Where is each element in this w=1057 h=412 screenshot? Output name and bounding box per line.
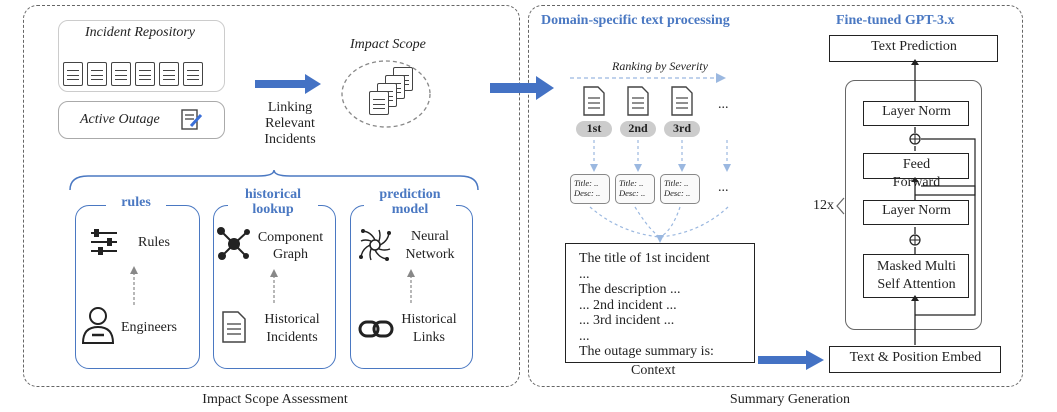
rules-label: Rules	[138, 235, 170, 250]
neural-network-icon	[359, 229, 391, 261]
historical-incidents-icon	[222, 311, 246, 343]
panel-transition-arrow	[490, 76, 554, 100]
rank-3-badge: 3rd	[664, 121, 700, 137]
gpt-title: Fine-tuned GPT-3.x	[836, 13, 955, 28]
transformer-block	[845, 80, 982, 330]
categories-brace	[69, 170, 479, 191]
incident-card-1: Title: ..Desc: ..	[570, 174, 610, 204]
impact-scope-label: Impact Scope	[350, 37, 426, 52]
embed-label: Text & Position Embed	[849, 350, 982, 365]
context-line-7: The outage summary is:	[579, 344, 714, 359]
rules-dashed-arrow	[130, 266, 138, 305]
engineer-icon	[81, 307, 115, 344]
layer-norm-bottom-box	[863, 200, 969, 225]
gpt-flow-lines	[909, 59, 976, 345]
rank-to-card-arrows	[590, 140, 731, 172]
summary-generation-caption: Summary Generation	[729, 392, 851, 407]
linking-arrow	[255, 74, 321, 94]
component-graph-icon	[217, 227, 250, 260]
layer-norm-bottom-label: Layer Norm	[882, 203, 951, 218]
neural-network-label: Neural Network	[405, 229, 455, 262]
text-prediction-label: Text Prediction	[871, 39, 957, 54]
domain-processing-title: Domain-specific text processing	[541, 13, 730, 28]
historical-lookup-title: historical lookup	[228, 187, 318, 217]
active-outage-label: Active Outage	[80, 112, 160, 127]
context-line-4: ... 2nd incident ...	[579, 297, 677, 313]
ranking-label: Ranking by Severity	[612, 59, 708, 73]
prediction-model-title: prediction model	[364, 187, 456, 217]
historical-incidents-label: Historical Incidents	[264, 312, 320, 345]
incident-repository-label: Incident Repository	[84, 25, 196, 40]
repeat-label: 12x	[813, 198, 834, 213]
rank-2-badge: 2nd	[620, 121, 656, 137]
ranking-ellipsis: ...	[718, 97, 729, 112]
sliders-icon	[91, 229, 117, 255]
rank-1-badge: 1st	[576, 121, 612, 137]
context-line-2: ...	[579, 266, 590, 282]
impact-scope-caption: Impact Scope Assessment	[202, 392, 348, 407]
context-line-6: ...	[579, 328, 590, 344]
incident-card-3: Title: ..Desc: ..	[660, 174, 700, 204]
layer-norm-top-label: Layer Norm	[882, 104, 951, 119]
cards-ellipsis: ...	[718, 180, 729, 195]
context-to-embed-arrow	[758, 350, 824, 370]
linking-label: Linking Relevant Incidents	[264, 100, 316, 147]
rules-title: rules	[106, 195, 166, 211]
lookup-dashed-arrow	[270, 269, 278, 303]
ranked-doc-3-icon	[671, 86, 693, 116]
context-label: Context	[631, 363, 676, 378]
context-line-5: ... 3rd incident ...	[579, 313, 675, 328]
impact-scope-panel	[23, 5, 520, 387]
masked-attention-box	[863, 254, 969, 298]
edit-document-icon	[181, 109, 203, 130]
layer-norm-top-box	[863, 101, 969, 126]
impact-scope-ellipse	[341, 60, 431, 128]
historical-links-label: Historical Links	[401, 312, 457, 345]
incident-card-2: Title: ..Desc: ..	[615, 174, 655, 204]
text-prediction-box	[829, 35, 998, 62]
link-icon	[358, 320, 394, 338]
masked-attention-label: Masked Multi Self Attention	[877, 259, 956, 292]
prediction-dashed-arrow	[407, 269, 415, 303]
component-graph-label: Component Graph	[257, 230, 324, 262]
summary-generation-panel	[528, 5, 1023, 387]
repeat-bracket	[836, 197, 845, 215]
ranking-arrow	[570, 73, 726, 83]
context-line-1: The title of 1st incident	[579, 251, 710, 266]
context-text: The title of 1st incident ... The descri…	[579, 251, 714, 360]
context-box	[565, 243, 755, 363]
cards-to-context-arrows	[589, 206, 729, 243]
context-line-3: The description ...	[579, 282, 681, 297]
engineers-label: Engineers	[121, 320, 177, 335]
embed-box	[829, 346, 1001, 373]
ranked-doc-2-icon	[627, 86, 649, 116]
ranked-doc-1-icon	[583, 86, 605, 116]
